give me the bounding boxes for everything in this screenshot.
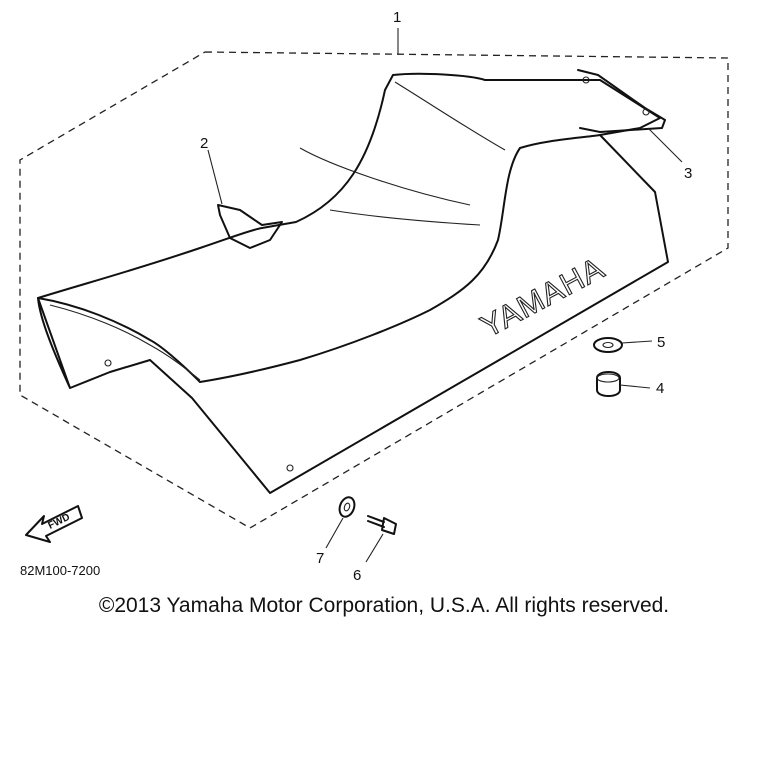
grommet-4-top: [596, 373, 620, 383]
leader-4: [619, 384, 651, 389]
callout-4: 4: [656, 380, 664, 397]
leader-6: [365, 533, 384, 563]
washer-7: [338, 496, 356, 518]
leader-3: [647, 127, 683, 163]
callout-2: 2: [200, 135, 208, 152]
skirt-hole-right: [286, 464, 294, 472]
callout-1: 1: [393, 9, 401, 26]
forward-arrow-icon: FWD: [25, 505, 83, 543]
washer-5: [593, 337, 623, 353]
brand-lettering: YAMAHA: [475, 250, 610, 344]
callout-6: 6: [353, 567, 361, 584]
leader-2: [207, 149, 223, 205]
skirt-hole-left: [104, 359, 112, 367]
leader-7: [325, 517, 344, 549]
seat-skirt: [37, 134, 669, 494]
copyright-notice: ©2013 Yamaha Motor Corporation, U.S.A. A…: [98, 594, 670, 617]
seat-top: [37, 72, 661, 383]
seat-crease: [299, 147, 481, 226]
part-code: 82M100-7200: [20, 563, 101, 578]
hinge-hole-2: [642, 108, 650, 116]
washer-5-hole: [602, 341, 614, 349]
hinge-plate: [577, 69, 666, 133]
callout-5: 5: [657, 334, 665, 351]
hinge-hole-1: [582, 76, 590, 84]
grommet-4: [596, 371, 621, 397]
callout-3: 3: [684, 165, 692, 182]
seat-strap: [217, 204, 283, 249]
assembly-boundary: [19, 51, 729, 529]
leader-5: [621, 340, 653, 344]
screw-6: [367, 515, 397, 535]
washer-7-hole: [343, 502, 351, 512]
callout-7: 7: [316, 550, 324, 567]
seat-inner-contour: [49, 81, 506, 381]
